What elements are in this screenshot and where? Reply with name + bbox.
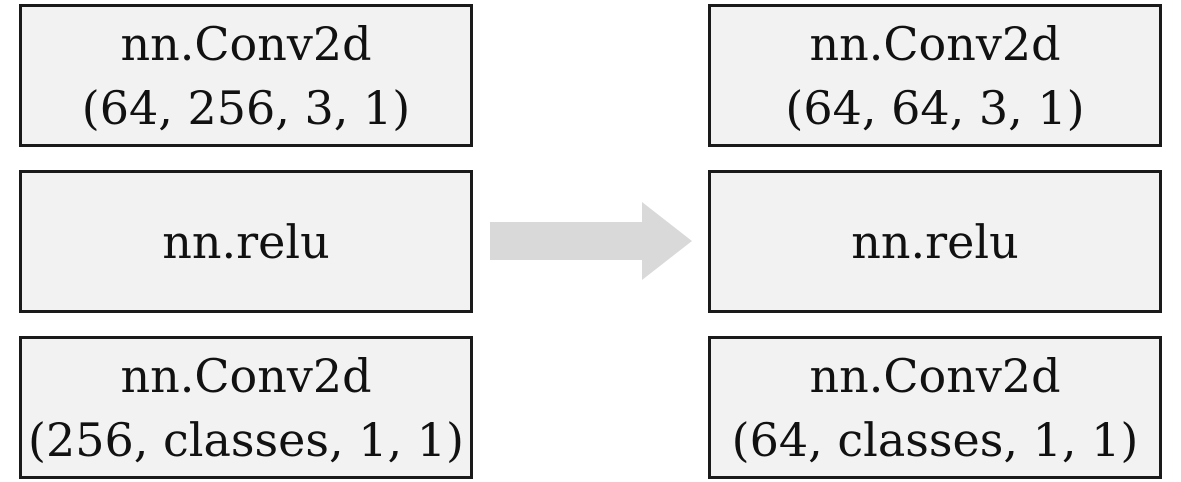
right-conv2d-block-2: nn.Conv2d (64, classes, 1, 1) <box>708 336 1162 479</box>
block-label: nn.Conv2d <box>120 16 372 71</box>
block-params: (64, 64, 3, 1) <box>785 80 1085 135</box>
right-relu-block: nn.relu <box>708 170 1162 313</box>
block-params: (64, classes, 1, 1) <box>731 412 1139 467</box>
block-label: nn.relu <box>851 214 1019 269</box>
left-conv2d-block-2: nn.Conv2d (256, classes, 1, 1) <box>19 336 473 479</box>
transform-arrow-icon <box>490 202 692 280</box>
left-column: nn.Conv2d (64, 256, 3, 1) nn.relu nn.Con… <box>19 4 473 479</box>
block-label: nn.Conv2d <box>809 348 1061 403</box>
right-column: nn.Conv2d (64, 64, 3, 1) nn.relu nn.Conv… <box>708 4 1162 479</box>
arrow-shape <box>490 202 692 280</box>
block-params: (256, classes, 1, 1) <box>28 412 464 467</box>
right-conv2d-block-1: nn.Conv2d (64, 64, 3, 1) <box>708 4 1162 147</box>
left-relu-block: nn.relu <box>19 170 473 313</box>
left-conv2d-block-1: nn.Conv2d (64, 256, 3, 1) <box>19 4 473 147</box>
block-params: (64, 256, 3, 1) <box>81 80 411 135</box>
block-label: nn.Conv2d <box>809 16 1061 71</box>
block-label: nn.Conv2d <box>120 348 372 403</box>
block-label: nn.relu <box>162 214 330 269</box>
